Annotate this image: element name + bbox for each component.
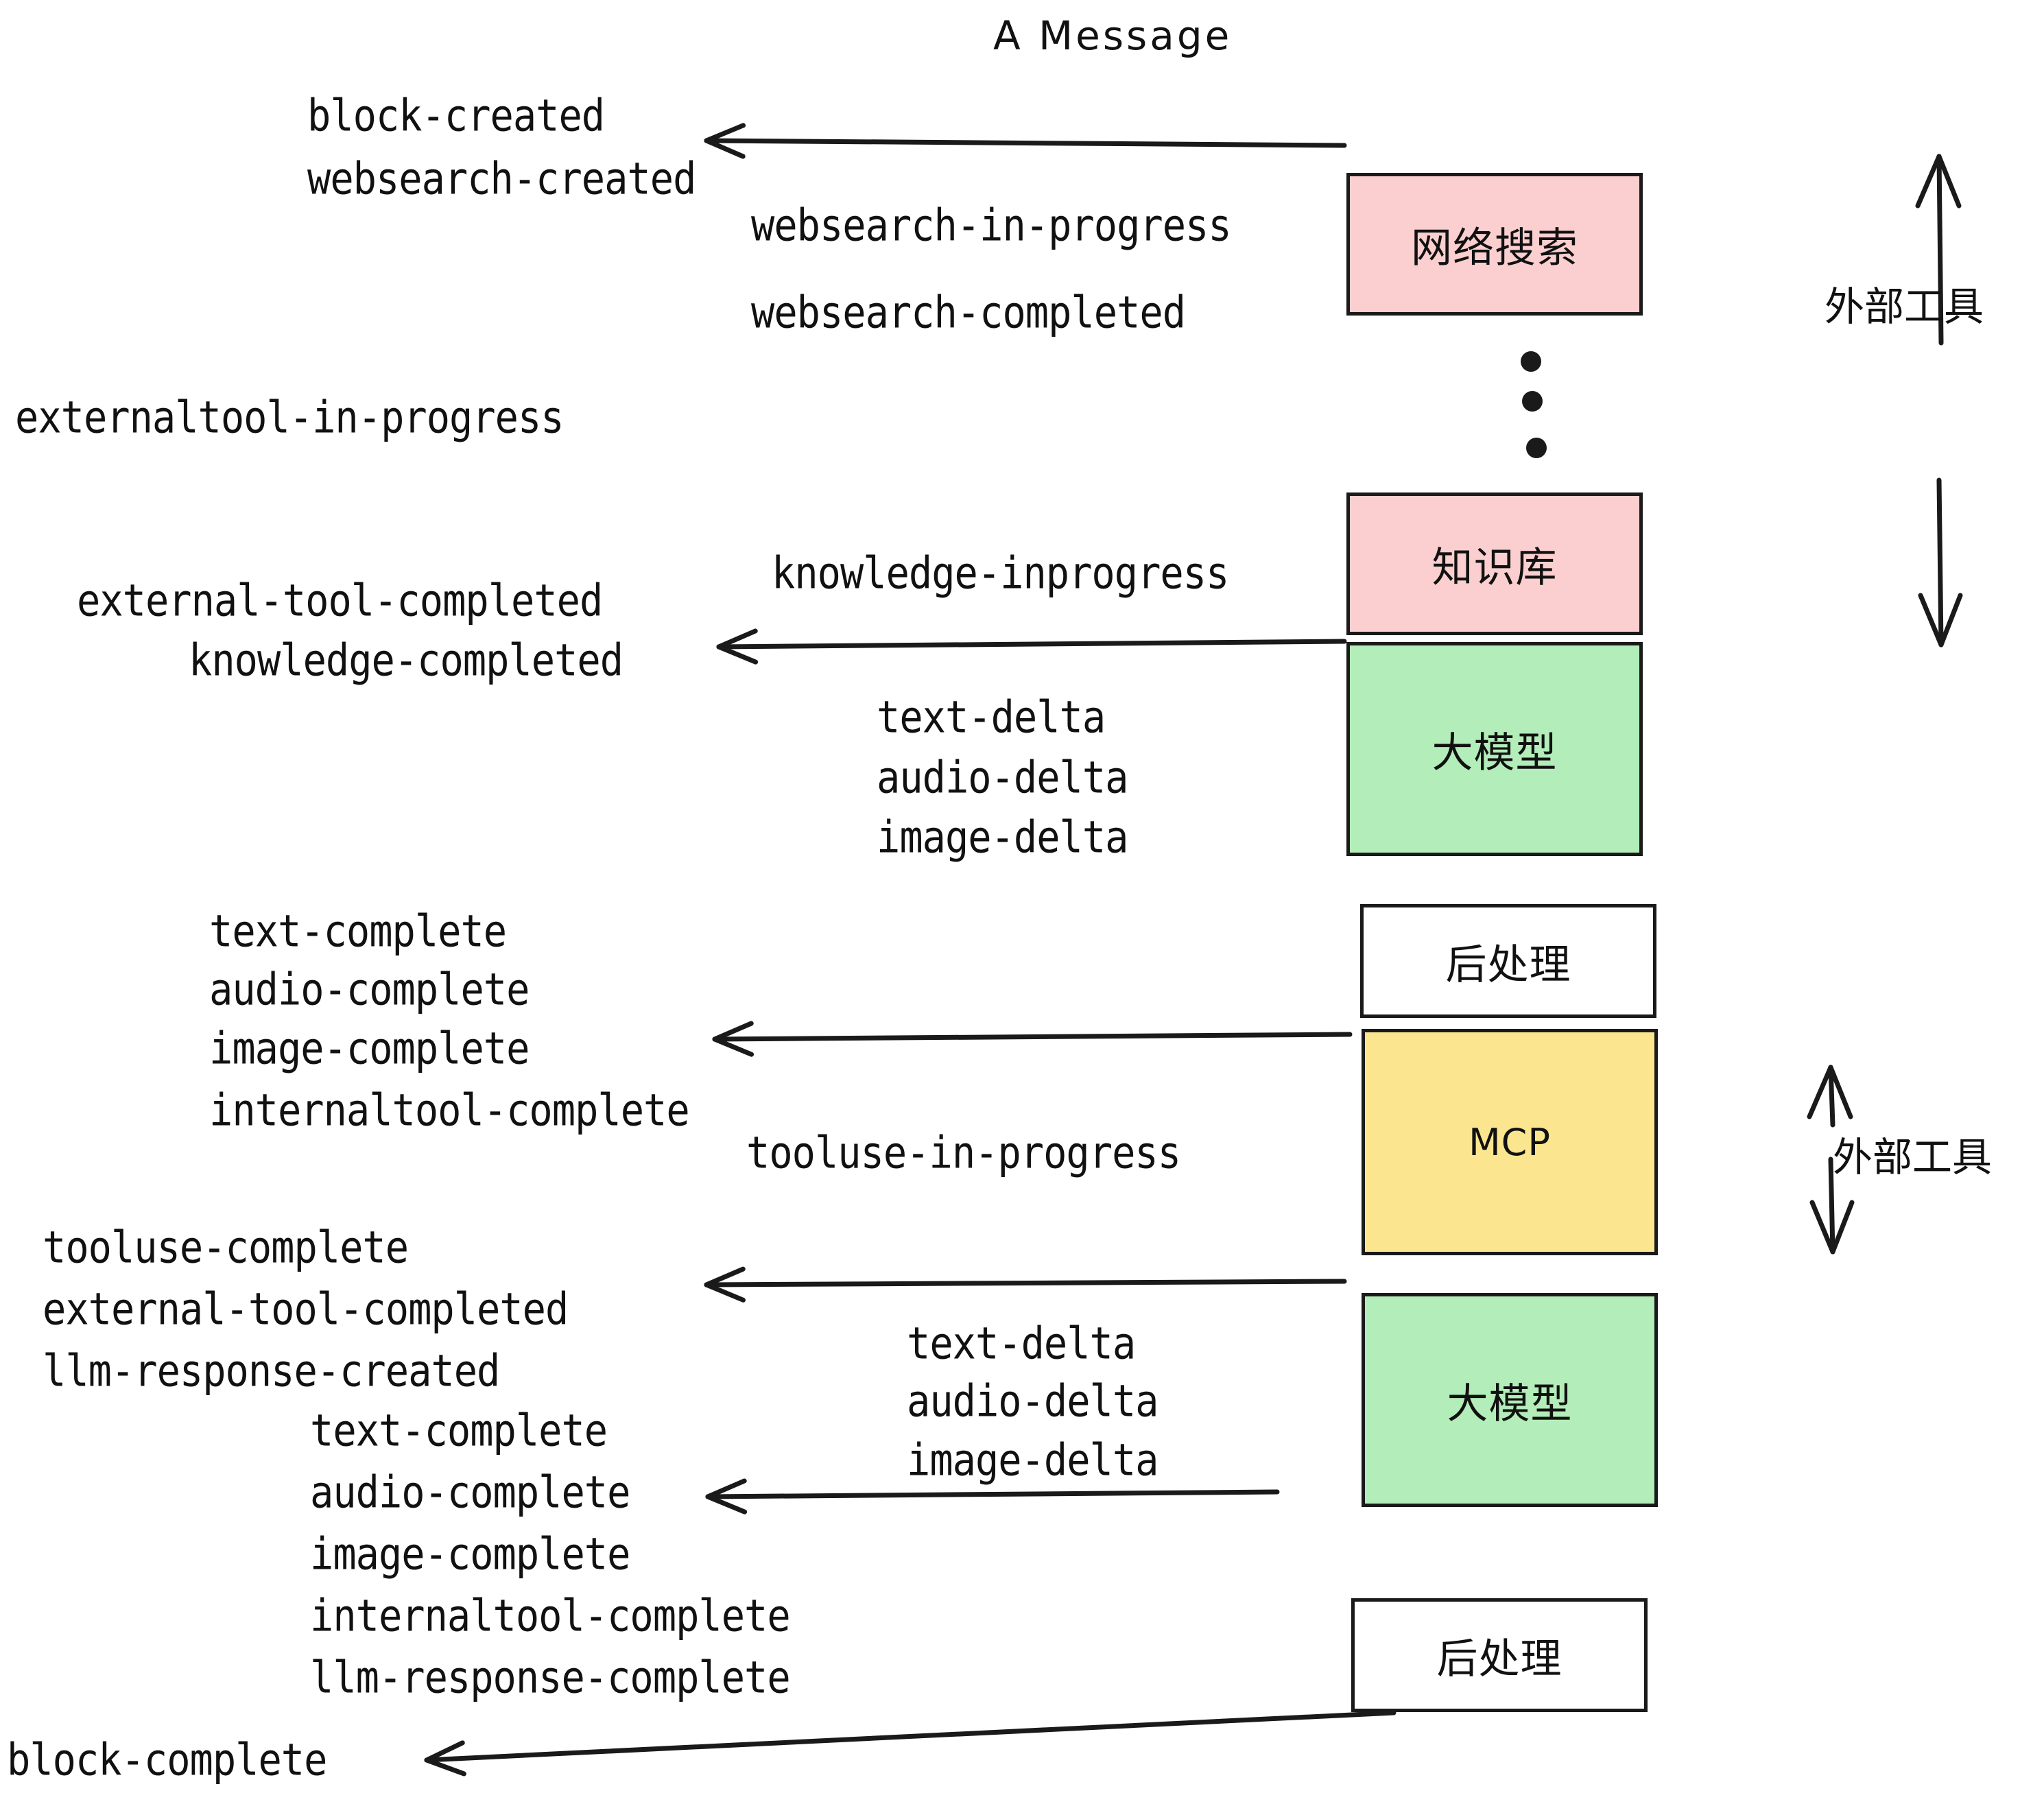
- ellipsis-dot: [1526, 438, 1547, 458]
- block-created-arrow: [704, 123, 1347, 159]
- node-box-llm-2[interactable]: 大模型: [1362, 1293, 1658, 1507]
- node-label-llm-1: 大模型: [1431, 728, 1558, 777]
- event-label: image-delta: [907, 1435, 1158, 1486]
- event-label: internaltool-complete: [310, 1591, 791, 1642]
- node-box-websearch[interactable]: 网络搜索: [1346, 173, 1643, 316]
- node-box-llm-1[interactable]: 大模型: [1346, 642, 1643, 856]
- external-tools-top-arrows: [1915, 154, 1963, 648]
- node-label-postprocess-2: 后处理: [1436, 1635, 1562, 1683]
- node-box-mcp[interactable]: MCP: [1362, 1029, 1658, 1255]
- event-label: internaltool-complete: [209, 1085, 690, 1137]
- node-label-llm-2: 大模型: [1447, 1379, 1573, 1428]
- image-complete-arrow: [712, 1021, 1353, 1057]
- knowledge-completed-arrow: [716, 628, 1347, 665]
- event-label: knowledge-completed: [189, 635, 623, 687]
- event-label: websearch-completed: [751, 287, 1186, 339]
- event-label: externaltool-in-progress: [15, 392, 565, 444]
- event-label: text-complete: [310, 1405, 608, 1457]
- event-label: websearch-created: [307, 154, 696, 205]
- event-label: knowledge-inprogress: [772, 548, 1229, 600]
- event-label: audio-complete: [209, 964, 530, 1016]
- node-label-postprocess-1: 后处理: [1445, 940, 1571, 989]
- node-label-knowledge: 知识库: [1431, 543, 1558, 592]
- node-box-knowledge[interactable]: 知识库: [1346, 492, 1643, 635]
- arrow-group: [424, 123, 1397, 1777]
- event-label: text-delta: [877, 692, 1106, 744]
- event-label: tooluse-in-progress: [746, 1128, 1181, 1179]
- event-label: external-tool-completed: [77, 575, 603, 627]
- node-box-postprocess-2[interactable]: 后处理: [1351, 1598, 1648, 1712]
- event-label: image-delta: [877, 812, 1128, 864]
- event-label: tooluse-complete: [43, 1222, 409, 1274]
- event-label: audio-complete: [310, 1467, 630, 1519]
- event-label: image-complete: [209, 1023, 530, 1075]
- event-label: block-created: [307, 91, 605, 142]
- node-label-websearch: 网络搜索: [1411, 224, 1578, 272]
- event-label: llm-response-complete: [310, 1652, 791, 1704]
- event-label: audio-delta: [877, 752, 1128, 804]
- event-label: text-delta: [907, 1318, 1136, 1370]
- event-label: llm-response-created: [43, 1346, 500, 1397]
- node-label-mcp: MCP: [1469, 1120, 1551, 1164]
- side-marker-group: [1807, 154, 1963, 1255]
- ellipsis-dot: [1522, 391, 1543, 412]
- external-tools-bottom-arrows: [1807, 1065, 1855, 1255]
- event-label: image-complete: [310, 1529, 630, 1580]
- page-title: A Message: [993, 12, 1233, 59]
- ellipsis-dots-group: [1521, 351, 1547, 458]
- event-label: audio-delta: [907, 1376, 1158, 1427]
- external-tools-top-label: 外部工具: [1825, 283, 1984, 330]
- event-label: block-complete: [7, 1735, 327, 1786]
- external-tools-bottom-label: 外部工具: [1833, 1134, 1993, 1180]
- block-complete-arrow: [424, 1710, 1397, 1777]
- event-label: websearch-in-progress: [751, 200, 1232, 252]
- event-label: external-tool-completed: [43, 1284, 569, 1336]
- node-box-postprocess-1[interactable]: 后处理: [1360, 904, 1656, 1018]
- tooluse-complete-arrow: [704, 1266, 1347, 1303]
- audio-complete-arrow: [705, 1478, 1280, 1515]
- event-label: text-complete: [209, 906, 507, 958]
- ellipsis-dot: [1521, 351, 1541, 372]
